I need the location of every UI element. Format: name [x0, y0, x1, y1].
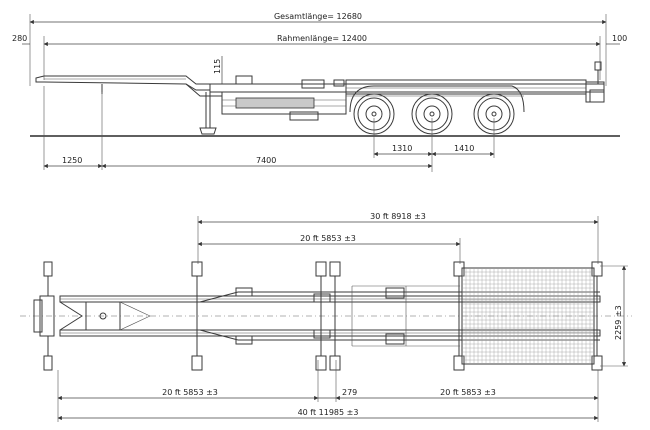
axle-spacing-2-label: 1410	[454, 144, 474, 153]
side-view: Gesamtlänge= 12680 Rahmenlänge= 12400 28…	[12, 12, 627, 172]
dimension-gap: 279	[318, 388, 357, 399]
fenders	[346, 85, 525, 113]
dim-20ft-top-label: 20 ft 5853 ±3	[300, 234, 356, 243]
dimension-20ft-left: 20 ft 5853 ±3	[57, 388, 319, 401]
overall-length-dimension: Gesamtlänge= 12680	[29, 12, 607, 25]
dimension-20ft-right: 20 ft 5853 ±3	[335, 388, 599, 401]
dimension-30ft: 30 ft 8918 ±3	[197, 212, 599, 225]
main-frame	[209, 61, 605, 121]
front-overhang-label: 280	[12, 34, 27, 43]
overall-length-label: Gesamtlänge= 12680	[274, 12, 362, 21]
dimension-40ft: 40 ft 11985 ±3	[57, 408, 599, 421]
cross-members	[43, 261, 603, 371]
axle-spacing-1-label: 1310	[392, 144, 412, 153]
dim-gap-label: 279	[342, 388, 357, 397]
kingpin-plate	[33, 295, 151, 337]
leg-to-axle-label: 7400	[256, 156, 276, 165]
rear-deck-grating	[461, 267, 595, 365]
height-offset-label: 115	[213, 59, 222, 74]
dim-30ft-label: 30 ft 8918 ±3	[370, 212, 426, 221]
frame-length-label: Rahmenlänge= 12400	[277, 34, 367, 43]
gooseneck	[35, 75, 222, 97]
lower-dimensions: 1250 7400 1310 1410	[43, 144, 495, 169]
support-leg	[199, 92, 217, 135]
dim-40ft-label: 40 ft 11985 ±3	[298, 408, 359, 417]
dim-20ft-right-label: 20 ft 5853 ±3	[440, 388, 496, 397]
dim-20ft-left-label: 20 ft 5853 ±3	[162, 388, 218, 397]
dimension-20ft-top: 20 ft 5853 ±3	[197, 234, 461, 247]
rear-overhang-label: 100	[612, 34, 627, 43]
kingpin-to-leg-label: 1250	[62, 156, 82, 165]
dim-width-label: 2259 ±3	[614, 305, 623, 340]
height-offset-dimension: 115	[213, 56, 223, 84]
frame-length-dimension: Rahmenlänge= 12400 280 100	[12, 34, 627, 47]
dimension-width: 2259 ±3	[614, 265, 627, 367]
top-view: 30 ft 8918 ±3 20 ft 5853 ±3	[20, 212, 632, 422]
